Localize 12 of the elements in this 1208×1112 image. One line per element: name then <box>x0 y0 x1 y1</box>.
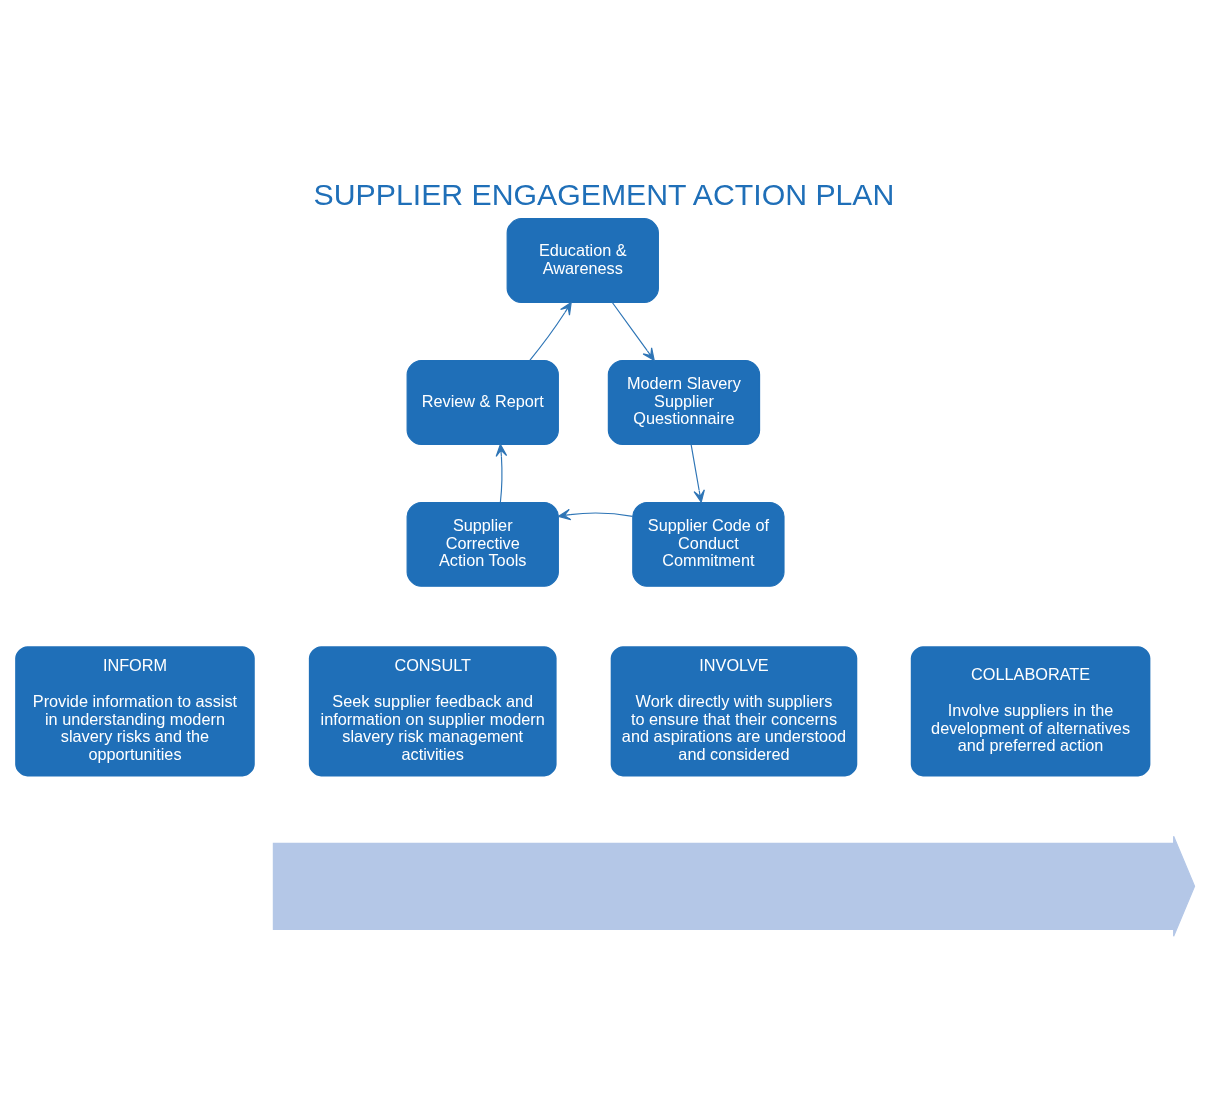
node-box: Supplier Code of Conduct Commitment <box>632 501 785 587</box>
arrow <box>557 508 634 521</box>
arrow <box>690 443 705 503</box>
node-box: Supplier Corrective Action Tools <box>406 501 559 587</box>
arrow <box>611 301 655 361</box>
node-box: Modern Slavery Supplier Questionnaire <box>607 360 761 445</box>
node-box: Education & Awareness <box>506 218 659 303</box>
diagram-title: SUPPLIER ENGAGEMENT ACTION PLAN <box>313 177 895 211</box>
node-arrow <box>272 835 1196 937</box>
arrow <box>495 443 508 503</box>
arrow <box>529 301 572 361</box>
node-box: Review & Report <box>406 360 559 445</box>
